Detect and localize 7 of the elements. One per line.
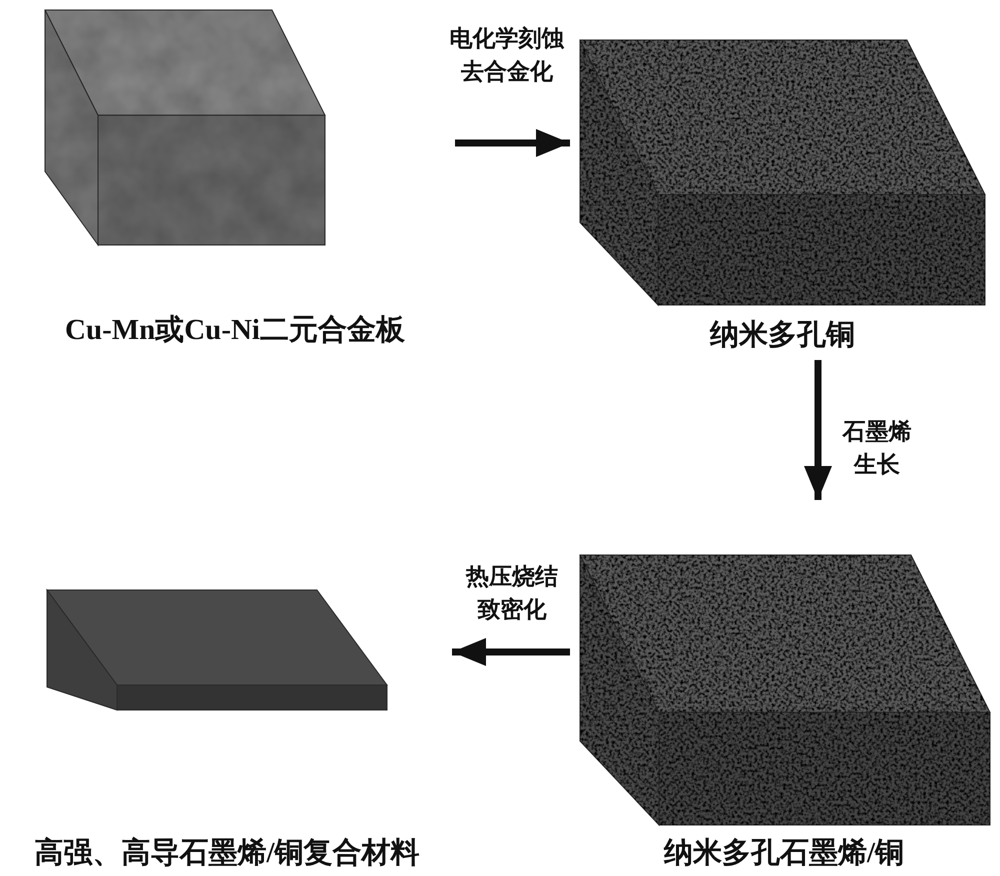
node-label: 纳米多孔石墨烯/铜 [662,836,906,871]
arrow [804,360,832,500]
arrow [455,129,570,157]
node-label: Cu-Mn或Cu-Ni二元合金板 [64,313,406,348]
arrow [452,638,570,666]
node-label: 纳米多孔铜 [708,318,856,353]
node-label: 高强、高导石墨烯/铜复合材料 [33,836,421,871]
